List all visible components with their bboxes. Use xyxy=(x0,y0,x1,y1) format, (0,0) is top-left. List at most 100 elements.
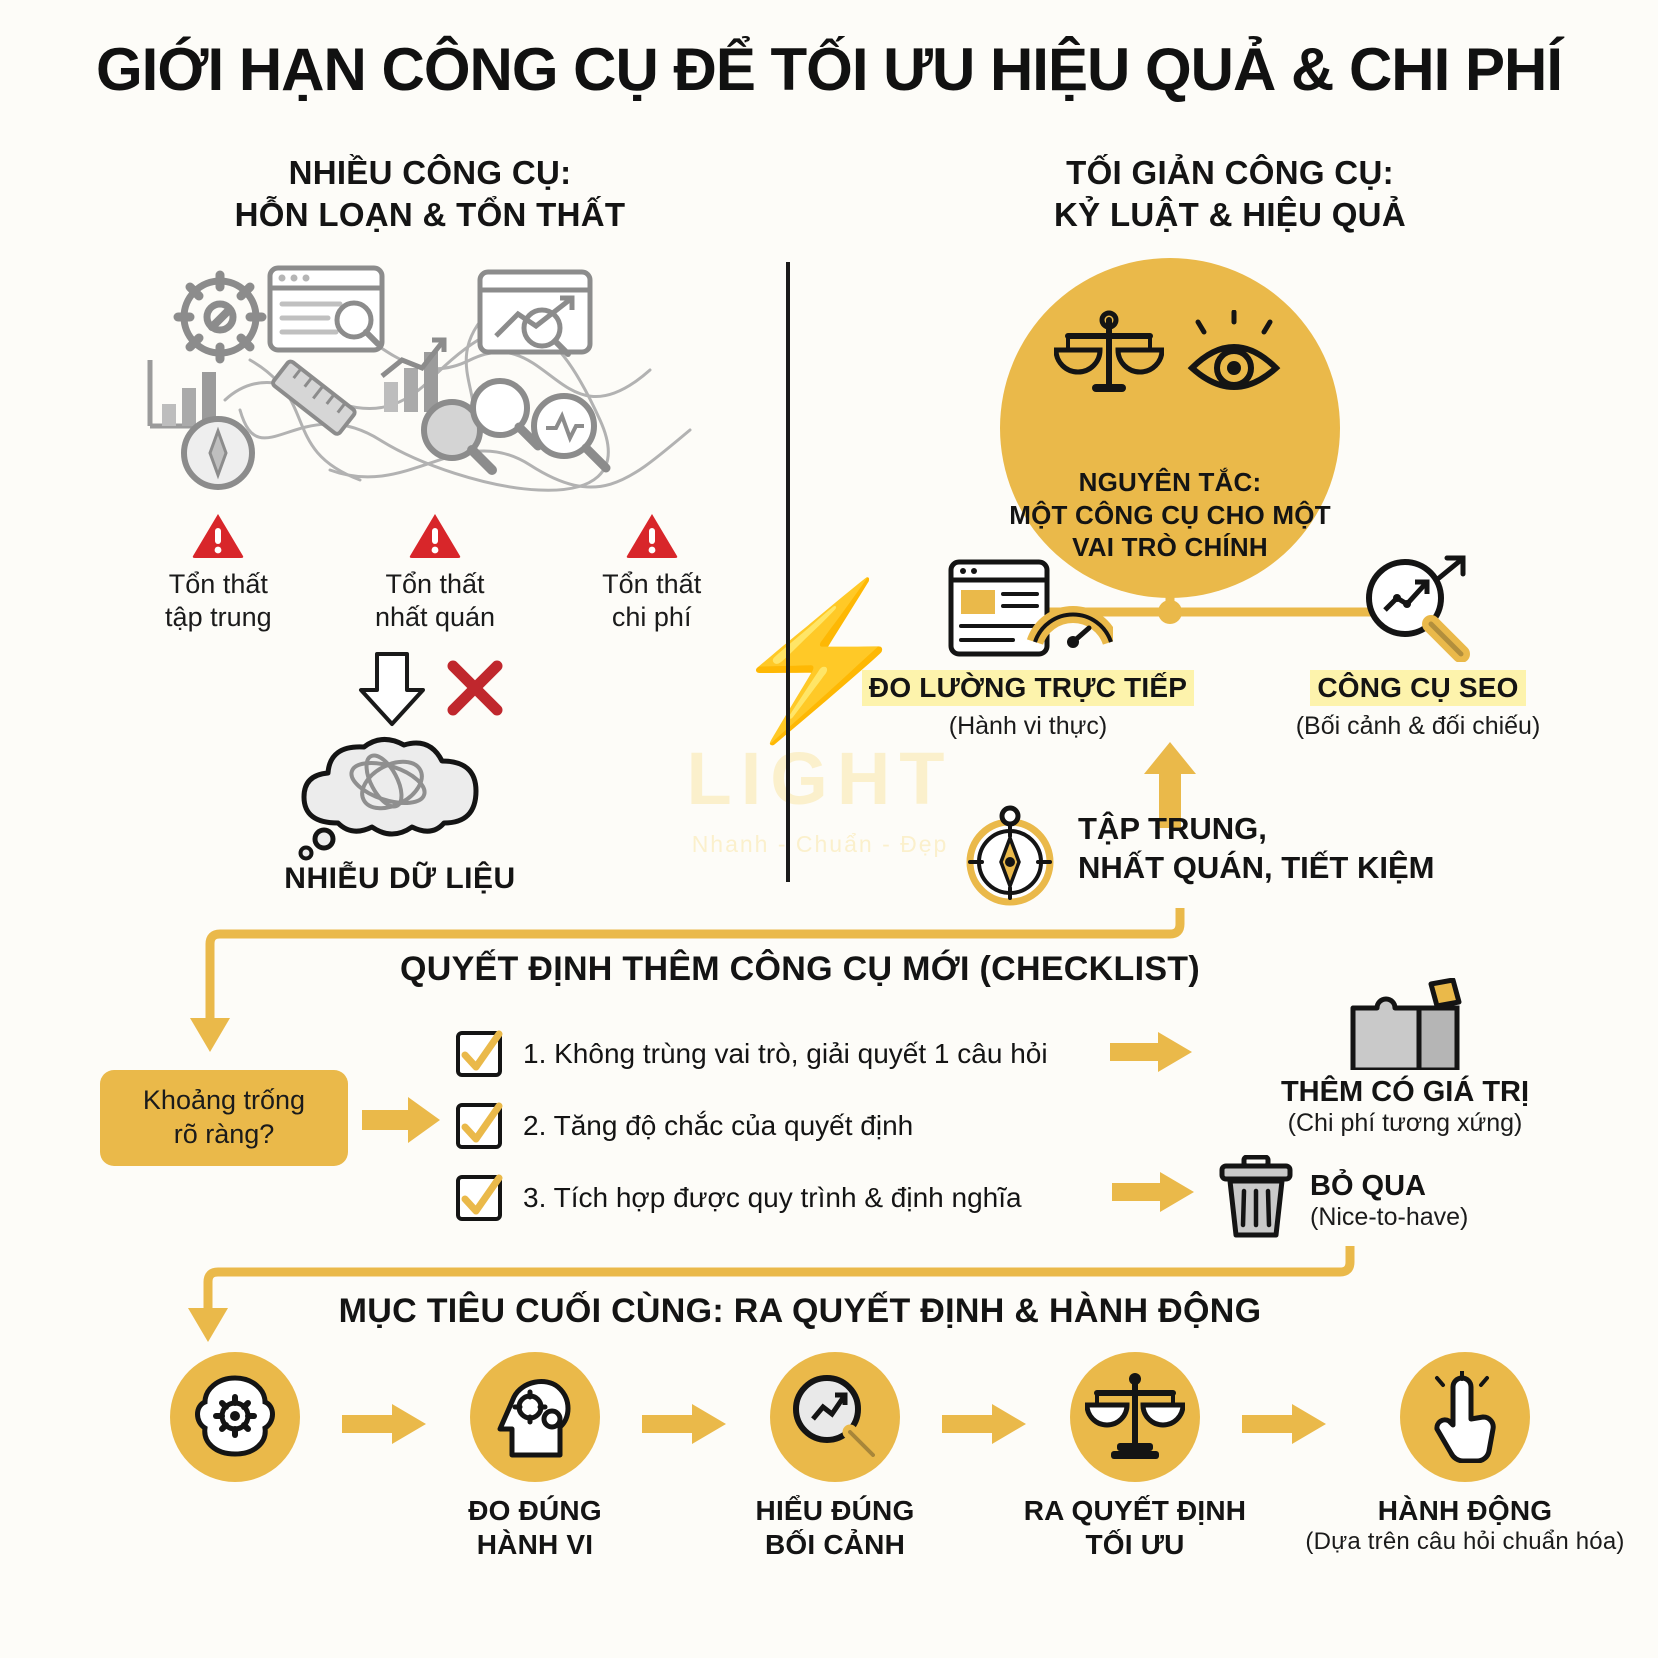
warning-label: Tổn thất nhất quán xyxy=(327,568,544,634)
loss-warnings: Tổn thất tập trung Tổn thất nhất quán Tổ… xyxy=(110,512,760,642)
final-step-line1: HÀNH ĐỘNG xyxy=(1377,1495,1553,1526)
gap-badge-line2: rõ ràng? xyxy=(173,1119,275,1149)
right-column-heading: TỐI GIẢN CÔNG CỤ: KỶ LUẬT & HIỆU QUẢ xyxy=(900,152,1560,236)
head-gears-icon xyxy=(497,1379,571,1458)
browser-window-icon xyxy=(267,265,385,353)
brain-gear-circle xyxy=(170,1352,300,1482)
warning-line2: nhất quán xyxy=(374,601,496,632)
principle-line1: NGUYÊN TẮC: xyxy=(1078,466,1262,497)
outcome-add-value: THÊM CÓ GIÁ TRỊ (Chi phí tương xứng) xyxy=(1195,975,1615,1138)
principle-circle: NGUYÊN TẮC: MỘT CÔNG CỤ CHO MỘT VAI TRÒ … xyxy=(1000,258,1340,598)
checklist-item-label: 1. Không trùng vai trò, giải quyết 1 câu… xyxy=(523,1038,1048,1069)
final-arrow-icon xyxy=(642,1402,728,1446)
principle-icons xyxy=(1000,310,1340,406)
final-step-line1: HIỂU ĐÚNG xyxy=(755,1495,915,1526)
puzzle-icon xyxy=(1195,975,1615,1070)
tool-sub: (Bối cảnh & đối chiếu) xyxy=(1295,712,1541,740)
final-step-label: ĐO ĐÚNG HÀNH VI xyxy=(420,1494,650,1561)
flow-connector-to-gap xyxy=(180,900,1190,1060)
focus-up-arrow-icon xyxy=(1140,740,1200,830)
outcome-sub: (Nice-to-have) xyxy=(1310,1202,1469,1231)
focus-line1: TẬP TRUNG, xyxy=(1078,811,1267,846)
final-title: MỤC TIÊU CUỐI CÙNG: RA QUYẾT ĐỊNH & HÀNH… xyxy=(338,1292,1262,1330)
left-heading-line2: HỖN LOẠN & TỔN THẤT xyxy=(234,196,626,234)
flow-connector-to-final xyxy=(180,1240,1360,1350)
outcome-skip-text: BỎ QUA (Nice-to-have) xyxy=(1310,1170,1468,1232)
vertical-divider xyxy=(786,262,790,882)
outcome-name: THÊM CÓ GIÁ TRỊ xyxy=(1280,1076,1530,1108)
warning-triangle-icon xyxy=(625,512,679,560)
focus-text: TẬP TRUNG, NHẤT QUÁN, TIẾT KIỆM xyxy=(1078,810,1478,888)
final-steps-row: ĐO ĐÚNG HÀNH VI HIỂU ĐÚNG BỐI CẢNH xyxy=(120,1352,1640,1632)
checkbox-checked-icon[interactable] xyxy=(455,1030,503,1078)
final-step-line1: ĐO ĐÚNG xyxy=(468,1495,602,1526)
tool-sub: (Hành vi thực) xyxy=(948,712,1108,740)
red-cross-icon xyxy=(447,660,503,716)
checklist: 1. Không trùng vai trò, giải quyết 1 câu… xyxy=(455,1018,1155,1234)
seo-magnifier-icon xyxy=(1248,552,1588,662)
head-gears-circle xyxy=(470,1352,600,1482)
right-heading-line2: KỶ LUẬT & HIỆU QUẢ xyxy=(1054,196,1406,234)
gap-badge: Khoảng trống rõ ràng? xyxy=(100,1070,348,1166)
final-arrow-icon xyxy=(1242,1402,1328,1446)
principle-line3: VAI TRÒ CHÍNH xyxy=(1072,532,1268,563)
warning-line1: Tổn thất xyxy=(385,569,485,599)
left-column-heading: NHIỀU CÔNG CỤ: HỖN LOẠN & TỔN THẤT xyxy=(100,152,760,236)
checklist-item[interactable]: 3. Tích hợp được quy trình & định nghĩa xyxy=(455,1162,1155,1234)
analytics-window-icon xyxy=(477,269,593,357)
right-heading-line1: TỐI GIẢN CÔNG CỤ: xyxy=(1066,154,1394,191)
final-step-line2: (Dựa trên câu hỏi chuẩn hóa) xyxy=(1305,1527,1625,1555)
trash-icon xyxy=(1218,1154,1294,1246)
final-step-line2: TỐI ƯU xyxy=(1085,1528,1185,1560)
warning-item: Tổn thất chi phí xyxy=(543,512,760,642)
compass-icon xyxy=(181,416,255,490)
focus-line2: NHẤT QUÁN, TIẾT KIỆM xyxy=(1078,849,1435,885)
tool-seo: CÔNG CỤ SEO (Bối cảnh & đối chiếu) xyxy=(1248,552,1588,741)
final-step-line2: BỐI CẢNH xyxy=(764,1528,906,1560)
noise-cloud-icon xyxy=(280,735,520,865)
outline-down-arrow-icon xyxy=(359,652,425,726)
checklist-item-label: 2. Tăng độ chắc của quyết định xyxy=(523,1110,914,1141)
arrow-to-add-outcome-icon xyxy=(1110,1030,1194,1074)
checkbox-checked-icon[interactable] xyxy=(455,1174,503,1222)
checklist-item[interactable]: 1. Không trùng vai trò, giải quyết 1 câu… xyxy=(455,1018,1155,1090)
warning-triangle-icon xyxy=(191,512,245,560)
checklist-item-label: 3. Tích hợp được quy trình & định nghĩa xyxy=(523,1182,1022,1213)
final-step-label: RA QUYẾT ĐỊNH TỐI ƯU xyxy=(1020,1494,1250,1561)
final-step-brain xyxy=(120,1352,350,1494)
ruler-icon xyxy=(271,359,357,436)
final-step-context: HIỂU ĐÚNG BỐI CẢNH xyxy=(720,1352,950,1561)
warning-line2: tập trung xyxy=(165,601,272,632)
hand-tap-circle xyxy=(1400,1352,1530,1482)
scales-icon xyxy=(1054,310,1164,392)
final-arrow-icon xyxy=(942,1402,1028,1446)
growth-chart-icon xyxy=(380,337,447,412)
warning-triangle-icon xyxy=(408,512,462,560)
outcome-name: BỎ QUA xyxy=(1310,1169,1426,1202)
messy-tools-illustration xyxy=(130,250,750,510)
compass-icon xyxy=(955,800,1065,910)
checkbox-checked-icon[interactable] xyxy=(455,1102,503,1150)
warning-line2: chi phí xyxy=(611,601,692,632)
magnifier-pulse-icon xyxy=(531,393,611,473)
arrow-to-skip-outcome-icon xyxy=(1112,1170,1196,1214)
tool-direct-measure: ĐO LƯỜNG TRỰC TIẾP (Hành vi thực) xyxy=(858,552,1198,741)
warning-item: Tổn thất nhất quán xyxy=(327,512,544,642)
final-step-label: HIỂU ĐÚNG BỐI CẢNH xyxy=(720,1494,950,1561)
checklist-item[interactable]: 2. Tăng độ chắc của quyết định xyxy=(455,1090,1155,1162)
principle-text: NGUYÊN TẮC: MỘT CÔNG CỤ CHO MỘT VAI TRÒ … xyxy=(1009,466,1331,564)
final-arrow-icon xyxy=(342,1402,428,1446)
warning-line1: Tổn thất xyxy=(168,569,268,599)
scales-icon xyxy=(1085,1373,1185,1459)
magnifier-search-icon xyxy=(470,378,543,451)
outcome-skip: BỎ QUA (Nice-to-have) xyxy=(1218,1154,1618,1246)
final-step-measure: ĐO ĐÚNG HÀNH VI xyxy=(420,1352,650,1561)
warning-line1: Tổn thất xyxy=(602,569,702,599)
gear-icon xyxy=(173,270,267,364)
warning-label: Tổn thất chi phí xyxy=(543,568,760,634)
magnifier-trend-circle xyxy=(770,1352,900,1482)
final-step-action: HÀNH ĐỘNG (Dựa trên câu hỏi chuẩn hóa) xyxy=(1300,1352,1630,1556)
final-step-line2: HÀNH VI xyxy=(476,1528,594,1560)
gap-to-checklist-arrow-icon xyxy=(362,1095,442,1145)
